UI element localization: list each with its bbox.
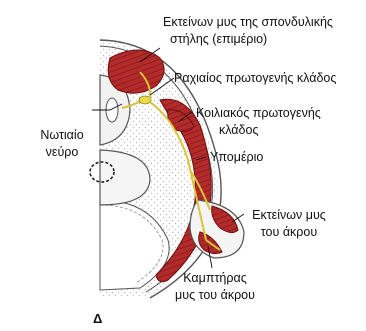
label-extensors-spine: Εκτείνων μυς της σπονδυλικής <box>163 15 333 30</box>
label-dorsal-ramus: Ραχιαίος πρωτογενής κλάδος <box>174 71 336 86</box>
label-limb-extensor-cont: του άκρου <box>244 225 334 240</box>
label-hypomere: Υπομέριο <box>210 150 263 165</box>
label-ventral-ramus-cont: κλάδος <box>219 123 258 138</box>
label-limb-flexor: Καμπτήρας <box>170 271 260 286</box>
label-extensors-spine-cont: στήλης (επιμέριο) <box>170 32 267 47</box>
label-ventral-ramus: Κοιλιακός πρωτογενής <box>196 106 321 121</box>
label-limb-extensor: Εκτείνων μυς <box>244 208 334 223</box>
label-limb-flexor-cont: μυς του άκρου <box>170 288 260 303</box>
dorsal-root-ganglion <box>139 96 151 104</box>
epimere-muscle <box>108 50 164 93</box>
label-spinal-nerve-cont: νεύρο <box>32 145 92 160</box>
panel-label: Δ <box>93 311 102 326</box>
label-spinal-nerve: Νωτιαίο <box>32 128 92 143</box>
